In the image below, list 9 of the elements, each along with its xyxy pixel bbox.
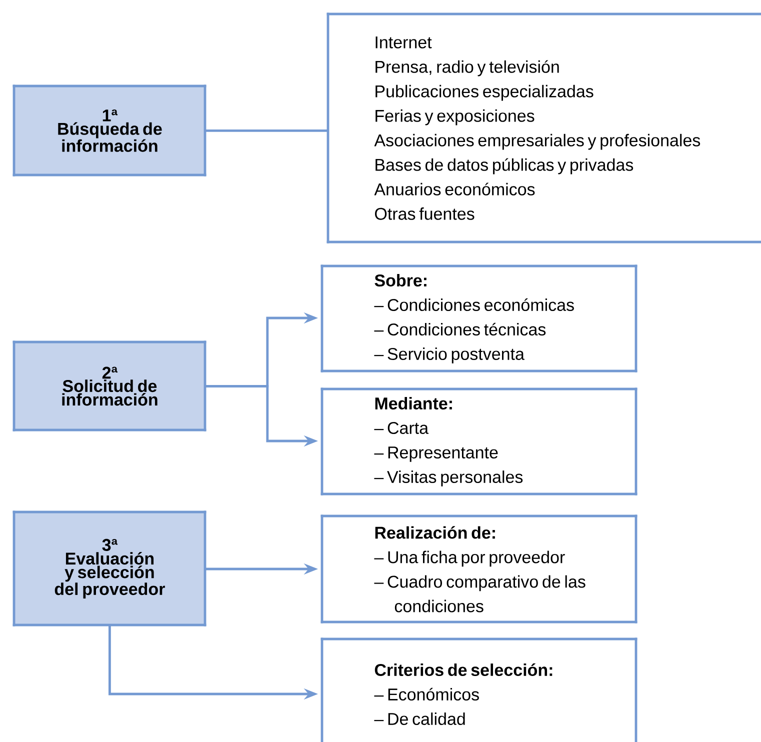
list-box: Internet Prensa, radio y televisión Publicaciones especializadas Ferias y exposiciones Asociaciones empresariales y profesionales Bases de datos públicas y privadas Anuarios económicos Otras fuentes: [326, 12, 761, 244]
step-box: 1ª Búsqueda de información: [12, 84, 206, 176]
list-box: Mediante: – Carta – Representante – Visitas personales: [320, 388, 638, 496]
list-box: Sobre: – Condiciones económicas – Condiciones técnicas – Servicio postventa: [320, 264, 638, 372]
step-box: 2ª Solicitud de información: [12, 340, 206, 432]
connector-line: [205, 130, 328, 132]
step-box: 3ª Evaluación y selección del proveedor: [12, 510, 206, 626]
list-box: Realización de: – Una ficha por proveedor – Cuadro comparativo de las condiciones: [320, 514, 638, 624]
list-box: Criterios de selección: – Económicos – De calidad: [320, 638, 638, 742]
